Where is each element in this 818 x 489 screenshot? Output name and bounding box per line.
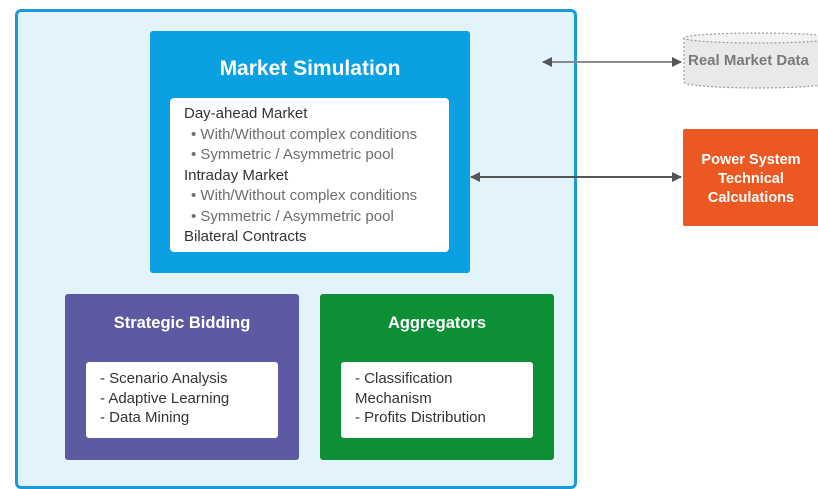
power-system-box: Power System Technical Calculations bbox=[683, 129, 818, 226]
list-item: - Classification bbox=[355, 370, 453, 387]
market-simulation-title: Market Simulation bbox=[219, 57, 401, 80]
strategic-bidding-box: Strategic Bidding - Scenario Analysis - … bbox=[65, 294, 299, 460]
power-system-label-line: Calculations bbox=[707, 190, 795, 206]
market-line: Intraday Market bbox=[184, 166, 289, 184]
power-system-label: Power System Technical Calculations bbox=[683, 151, 818, 208]
market-line: Day-ahead Market bbox=[184, 105, 308, 122]
market-line: • With/Without complex conditions bbox=[191, 187, 418, 204]
list-item: - Data Mining bbox=[100, 409, 190, 426]
market-line: Bilateral Contracts bbox=[184, 228, 307, 245]
database-icon bbox=[683, 32, 818, 89]
aggregators-list: - Classification Mechanism - Profits Dis… bbox=[341, 362, 533, 438]
market-line: • Symmetric / Asymmetric pool bbox=[191, 146, 394, 163]
market-line: • Symmetric / Asymmetric pool bbox=[191, 207, 394, 225]
real-market-data-label: Real Market Data bbox=[688, 52, 809, 69]
list-item: - Profits Distribution bbox=[355, 409, 486, 426]
power-system-label-line: Technical bbox=[718, 171, 784, 187]
market-line: • With/Without complex conditions bbox=[191, 125, 418, 143]
list-item: Mechanism bbox=[355, 389, 432, 407]
list-item: - Adaptive Learning bbox=[100, 389, 230, 407]
aggregators-title: Aggregators bbox=[387, 314, 487, 332]
aggregators-box: Aggregators - Classification Mechanism -… bbox=[320, 294, 554, 460]
strategic-bidding-title: Strategic Bidding bbox=[113, 314, 251, 332]
strategic-bidding-list: - Scenario Analysis - Adaptive Learning … bbox=[86, 362, 278, 438]
list-item: - Scenario Analysis bbox=[100, 370, 228, 387]
market-simulation-details: Day-ahead Market • With/Without complex … bbox=[170, 98, 449, 252]
connector-arrows bbox=[470, 57, 682, 182]
power-system-label-line: Power System bbox=[701, 152, 801, 168]
market-simulation-box: Market Simulation Day-ahead Market • Wit… bbox=[150, 31, 470, 273]
